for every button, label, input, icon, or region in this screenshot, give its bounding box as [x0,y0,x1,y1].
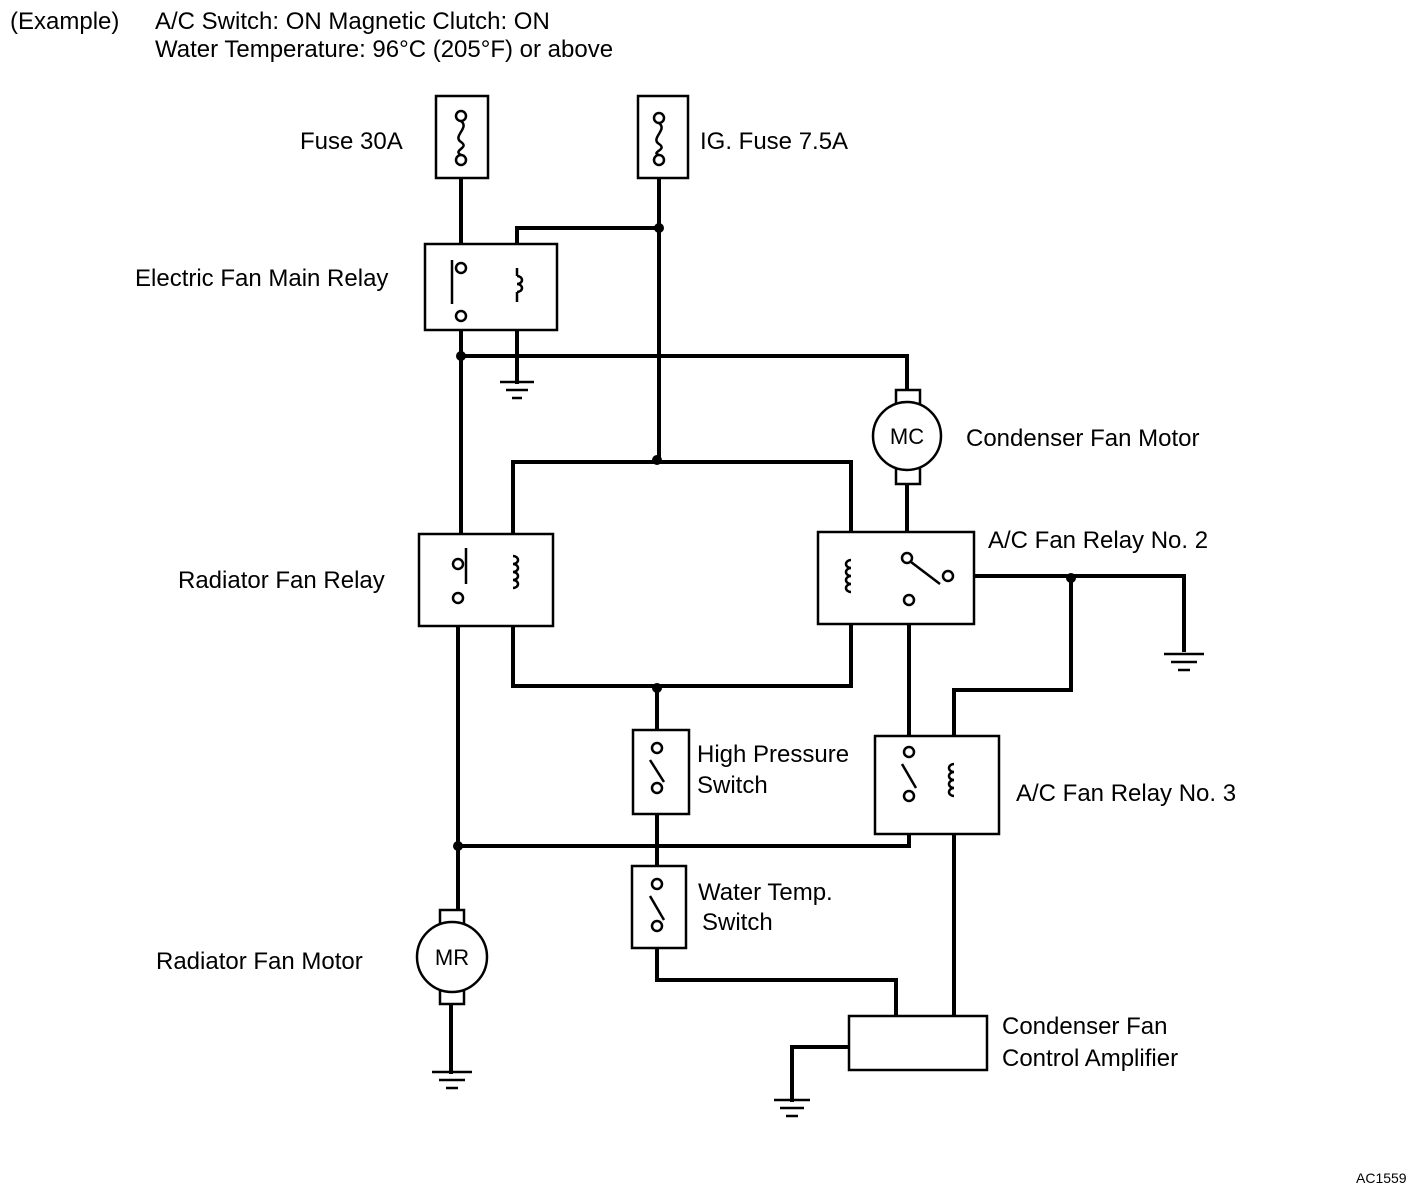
condenser-fan-motor: MC [871,388,943,486]
high-pressure-switch [631,728,691,816]
condenser-fan-motor-label: Condenser Fan Motor [966,425,1199,452]
ac-fan-relay-2-label: A/C Fan Relay No. 2 [988,527,1208,554]
ac-fan-relay-2 [816,530,976,626]
radiator-fan-motor-label: Radiator Fan Motor [156,948,363,975]
ground-icon [774,1098,810,1118]
fuse-30a [434,94,490,180]
radiator-fan-relay-label: Radiator Fan Relay [178,567,385,594]
radiator-fan-relay [417,532,555,628]
high-pressure-label-1: High Pressure [697,741,849,768]
junction-dots [453,223,1076,851]
amplifier-label-2: Control Amplifier [1002,1045,1178,1072]
water-temp-label-1: Water Temp. [698,879,833,906]
ground-icon [1164,652,1204,672]
radiator-fan-motor: MR [415,908,489,1006]
main-relay [423,242,559,332]
condition-line-2: Water Temperature: 96°C (205°F) or above [155,36,613,63]
ground-icon [432,1070,472,1090]
main-relay-label: Electric Fan Main Relay [135,265,388,292]
ground-icon [500,380,534,400]
example-label: (Example) [10,8,119,35]
ig-fuse [636,94,690,180]
high-pressure-label-2: Switch [697,772,768,799]
ig-fuse-label: IG. Fuse 7.5A [700,128,848,155]
amplifier-label-1: Condenser Fan [1002,1013,1167,1040]
mc-label: MC [890,424,924,449]
water-temp-switch [630,864,688,950]
ac-fan-relay-3-label: A/C Fan Relay No. 3 [1016,780,1236,807]
figure-code: AC1559 [1356,1170,1407,1186]
water-temp-label-2: Switch [702,909,773,936]
fuse-30a-label: Fuse 30A [300,128,403,155]
control-amplifier [847,1014,989,1072]
ac-fan-relay-3 [873,734,1001,836]
wires [449,168,1186,1102]
condition-line-1: A/C Switch: ON Magnetic Clutch: ON [155,8,550,35]
mr-label: MR [435,945,469,970]
